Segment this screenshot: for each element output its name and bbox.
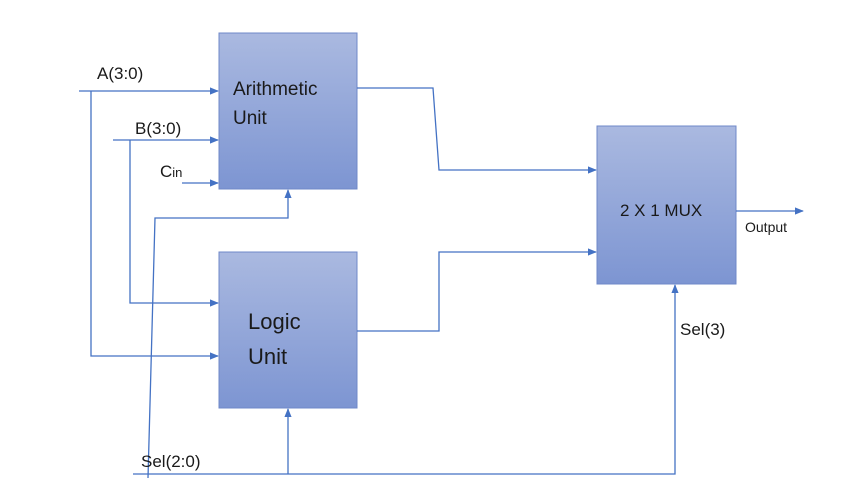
logic-unit-block: Logic Unit	[218, 251, 358, 409]
mux-box	[596, 125, 737, 285]
arithmetic-unit-label-line1: Arithmetic	[233, 79, 317, 100]
logic-unit-box	[218, 251, 358, 409]
arithmetic-unit-label-line2: Unit	[233, 108, 268, 129]
arithmetic-unit-block: Arithmetic Unit	[218, 32, 358, 190]
logic-unit-label-line2: Unit	[248, 344, 287, 369]
signal-cin-subscript: in	[172, 165, 182, 180]
mux-label: 2 X 1 MUX	[620, 201, 702, 220]
wire-b-to-logic	[129, 140, 219, 307]
signal-a-label: A(3:0)	[97, 64, 143, 83]
wire-sel-bus-to-mux	[133, 284, 679, 475]
signal-sel-high-label: Sel(3)	[680, 320, 725, 339]
output-label: Output	[745, 219, 787, 235]
signal-b-label: B(3:0)	[135, 119, 181, 138]
wire-logic-to-mux	[357, 248, 597, 332]
wire-sel-to-arithmetic	[147, 189, 292, 479]
logic-unit-label-line1: Logic	[248, 309, 301, 334]
signal-cin-main: C	[160, 162, 172, 181]
wires	[79, 87, 804, 479]
mux-block: 2 X 1 MUX	[596, 125, 737, 285]
signal-sel-low-label: Sel(2:0)	[141, 452, 201, 471]
wire-a-to-logic	[90, 91, 219, 360]
signal-cin-label: Cin	[160, 162, 182, 181]
wire-arithmetic-to-mux	[357, 87, 597, 174]
arithmetic-unit-box	[218, 32, 358, 190]
